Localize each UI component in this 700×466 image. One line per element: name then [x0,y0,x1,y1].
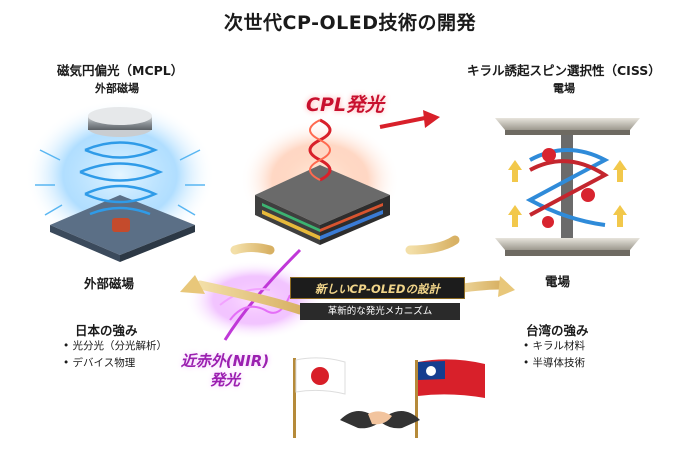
cycle-arrows-icon [195,235,505,315]
ciss-heading: キラル誘起スピン選択性（CISS） [467,63,661,78]
magnetic-helix-icon [79,141,164,216]
arrow-head-right-icon [498,276,515,297]
nir-label-line-1: 近赤外(NIR) [180,352,270,370]
ciss-subheading: 電場 [553,82,575,95]
japan-strength-item: 光分光（分光解析） [63,338,168,355]
chiral-molecule-icon [542,148,595,228]
japan-flag-icon [293,357,346,438]
taiwan-strength-item: 半導体技術 [523,355,586,372]
cpl-helix-icon [308,118,332,182]
electrode-plates-icon [495,118,640,256]
japan-strength-title: 日本の強み [75,323,138,338]
cpl-arrow-icon [379,110,440,129]
cpl-emission-label: CPL発光 [306,94,384,116]
oled-device-icon [240,120,400,245]
nir-emission-label: 近赤外(NIR) 発光 [175,352,275,390]
mcpl-bottom-label: 外部磁場 [84,276,135,291]
ciss-bottom-label: 電場 [545,274,571,289]
nir-label-line-2: 発光 [209,371,240,389]
taiwan-strength-title: 台湾の強み [526,323,589,338]
field-arrows-icon [35,149,205,216]
japan-strength-item: デバイス物理 [63,355,167,372]
spin-arrows-icon [508,160,627,227]
design-banner-subtitle: 革新的な発光メカニズム [300,303,460,320]
taiwan-strength-list: キラル材料 半導体技術 [523,338,586,372]
magnet-disk-icon [25,100,215,262]
arrow-head-left-icon [180,275,205,294]
mcpl-heading: 磁気円偏光（MCPL） [57,63,184,78]
taiwan-flag-icon [415,359,485,438]
japan-strength-list: 光分光（分光解析） デバイス物理 [63,338,168,372]
design-banner-title: 新しいCP-OLEDの設計 [290,277,465,299]
chiral-helix-icon [525,148,610,227]
page-title: 次世代CP-OLED技術の開発 [224,12,476,34]
handshake-icon [340,411,420,429]
taiwan-strength-item: キラル材料 [523,338,586,355]
mcpl-subheading: 外部磁場 [95,82,139,95]
